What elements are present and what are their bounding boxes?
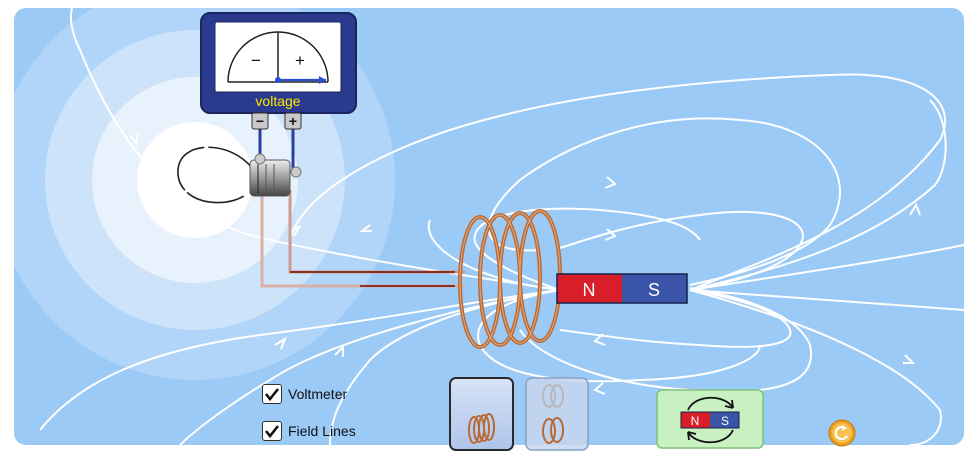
flip-north-label: N <box>691 414 700 428</box>
circuit-wires <box>260 190 465 288</box>
checkmark-icon <box>262 421 282 441</box>
light-bulb-icon <box>177 146 302 204</box>
flip-arrows-icon <box>687 396 734 444</box>
field-lines <box>39 7 965 446</box>
voltmeter-plus-sign: + <box>295 51 305 70</box>
checkmark-icon <box>262 384 282 404</box>
svg-text:+: + <box>289 113 297 129</box>
coil-option-four-loop[interactable] <box>449 377 514 451</box>
magnet-north-label: N <box>583 280 596 300</box>
voltmeter-probe-wires <box>258 128 295 172</box>
voltmeter-checkbox[interactable]: Voltmeter <box>262 384 347 404</box>
field-lines-checkbox-label: Field Lines <box>288 423 356 439</box>
voltmeter-checkbox-label: Voltmeter <box>288 386 348 402</box>
coil-option-two-loop[interactable] <box>525 377 589 451</box>
magnet-south-pole <box>622 274 687 303</box>
voltmeter-minus-terminal: − <box>251 112 269 130</box>
coil-icon <box>468 413 495 444</box>
voltmeter[interactable]: − + voltage − + <box>200 12 357 130</box>
reset-icon[interactable] <box>828 419 856 447</box>
magnet-north-pole <box>557 274 622 303</box>
field-lines-checkbox[interactable]: Field Lines <box>262 421 356 441</box>
voltmeter-minus-sign: − <box>251 51 261 70</box>
bar-magnet[interactable]: N S <box>556 273 688 304</box>
voltmeter-plus-terminal: + <box>284 112 302 130</box>
flip-magnet-button[interactable]: N S <box>656 389 764 449</box>
flip-south-label: S <box>721 414 729 428</box>
magnet-south-label: S <box>648 280 660 300</box>
voltmeter-label: voltage <box>255 93 300 109</box>
svg-text:−: − <box>256 113 264 129</box>
coil-icon <box>542 384 564 444</box>
